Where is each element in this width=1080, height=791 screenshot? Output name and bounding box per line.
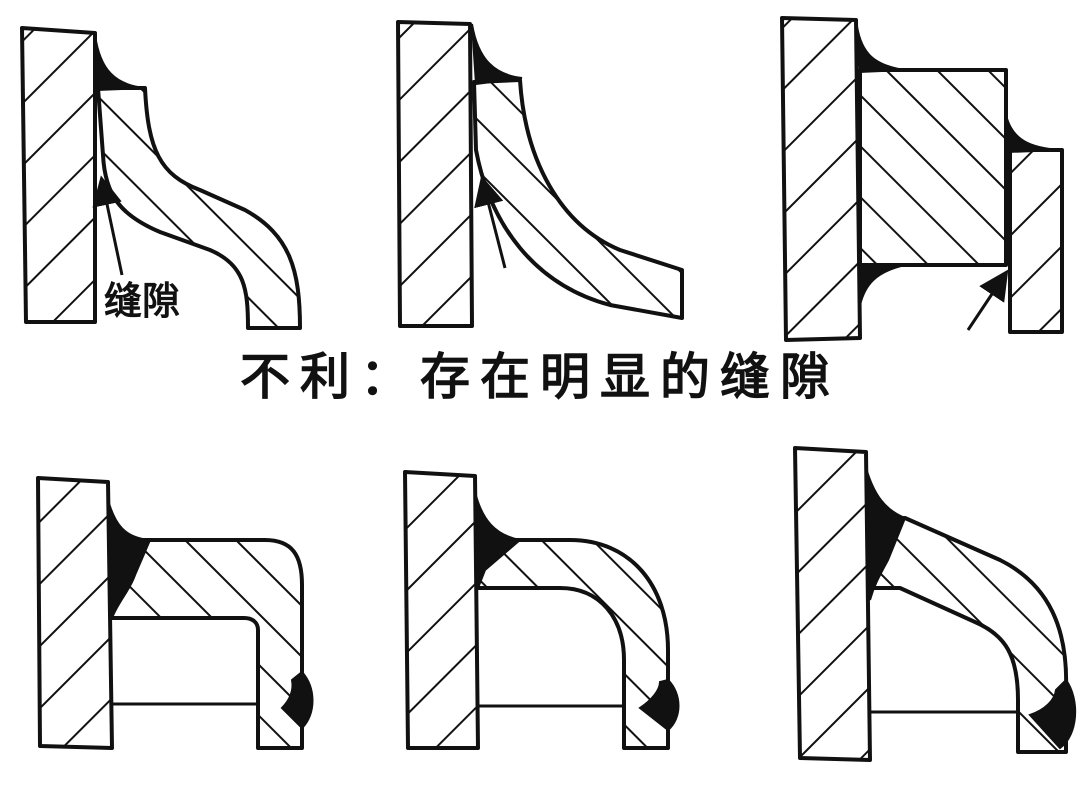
curved-cap <box>476 538 670 750</box>
fillet-weld-outer <box>280 670 314 730</box>
fillet-weld-inner <box>474 491 523 589</box>
figure-top-3 <box>780 16 1064 342</box>
vertical-wall <box>396 20 474 328</box>
gap-arrow <box>966 269 1009 331</box>
vertical-wall <box>403 470 480 750</box>
weld-bead <box>94 34 146 92</box>
vertical-wall <box>36 476 114 750</box>
fillet-weld-inner <box>865 467 907 601</box>
weld-bead-bottom <box>859 264 906 306</box>
figure-bottom-2 <box>403 470 680 750</box>
weld-bead <box>471 23 523 86</box>
vertical-wall <box>20 26 97 324</box>
figure-top-2 <box>396 20 684 328</box>
gap-arrow <box>92 175 124 276</box>
figure-top-1 <box>20 26 302 330</box>
curved-flange <box>472 78 684 320</box>
gap-arrow <box>474 175 507 269</box>
square-block <box>858 68 1008 267</box>
gap-label: 缝隙 <box>104 279 181 323</box>
weld-bead-right <box>1005 114 1061 154</box>
fillet-weld-outer <box>1028 678 1077 750</box>
figure-bottom-3 <box>793 446 1077 762</box>
vertical-wall <box>780 16 862 342</box>
right-plate <box>1008 148 1064 334</box>
caption: 不利：存在明显的缝隙 <box>240 348 840 406</box>
formed-cap <box>110 538 304 750</box>
fillet-weld-outer <box>638 678 680 732</box>
weld-bead-top <box>855 19 906 74</box>
vertical-wall <box>793 446 872 762</box>
figure-bottom-1 <box>36 476 314 750</box>
fillet-weld-inner <box>107 499 152 619</box>
sloped-cap <box>868 516 1069 754</box>
curved-flange <box>96 86 302 330</box>
